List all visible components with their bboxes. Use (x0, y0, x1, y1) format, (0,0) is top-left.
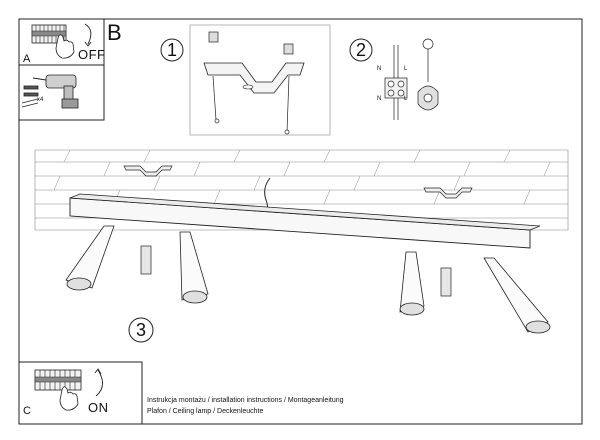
step-2-illustration (349, 38, 439, 120)
terminal-block-icon (384, 45, 408, 120)
panel-b-letter: B (107, 20, 122, 45)
screw-count-label: x4 (37, 97, 44, 103)
arrow-up-icon (95, 369, 103, 397)
ceiling-bracket-left (123, 165, 173, 177)
step-3-badge (128, 317, 154, 343)
breaker-block-on-icon (34, 369, 82, 391)
switch-off-label: OFF (78, 47, 106, 62)
hand-icon (55, 34, 75, 59)
step-3-illustration (34, 149, 569, 343)
track-bar (69, 193, 541, 249)
panel-c (18, 361, 143, 425)
drill-icon (32, 74, 79, 109)
outer-frame (18, 18, 583, 425)
step-2-number: 2 (355, 40, 366, 60)
wall-plug-icon (208, 31, 294, 55)
wire-live-bottom: L (404, 96, 408, 102)
caption-product: Plafon / Ceiling lamp / Deckenleuchte (147, 408, 264, 415)
mounting-bracket-icon (203, 62, 305, 94)
spotlight-4 (483, 257, 551, 334)
step-1-badge (160, 38, 184, 62)
spotlight-1 (65, 225, 115, 291)
switch-on-label: ON (88, 400, 109, 415)
caption-instructions: Instrukcja montażu / installation instru… (147, 397, 344, 404)
ground-terminal-icon (417, 38, 439, 111)
screw-set-icon (21, 85, 39, 108)
arrow-down-icon (84, 23, 92, 45)
step-2-badge (349, 38, 373, 62)
step-1-illustration (160, 24, 331, 136)
step-1-number: 1 (166, 40, 177, 60)
ceiling-bracket-right (423, 187, 473, 199)
spotlight-2 (179, 231, 209, 304)
spotlight-3 (399, 251, 425, 316)
panel-a-letter: A (23, 53, 31, 65)
wire-live-top: L (404, 66, 408, 72)
panel-a (18, 18, 105, 121)
screw-icon (212, 75, 290, 135)
wire-neutral-top: N (377, 66, 382, 72)
hand-on-icon (59, 386, 79, 411)
panel-c-letter: C (23, 405, 31, 417)
wire-neutral-bottom: N (377, 96, 382, 102)
fixing-screw-icon (140, 245, 452, 297)
step-3-number: 3 (135, 320, 146, 340)
